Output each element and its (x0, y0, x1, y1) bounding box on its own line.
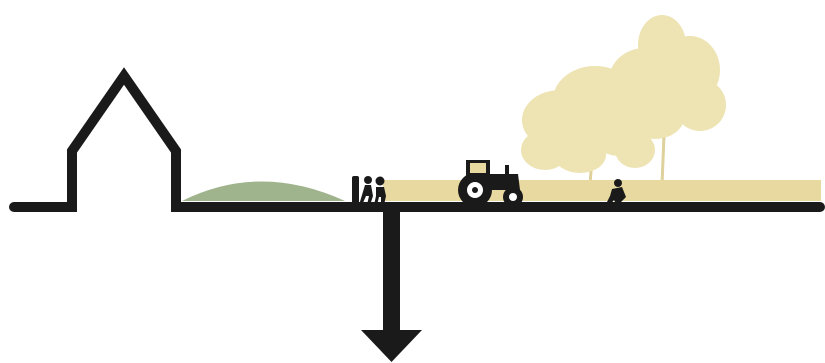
gate-post (352, 176, 359, 206)
walking-people (359, 176, 386, 205)
grass-mound (182, 182, 345, 202)
field-strip (383, 180, 821, 201)
downward-arrow (361, 205, 422, 362)
trees (521, 15, 726, 185)
tree-right (609, 15, 726, 185)
